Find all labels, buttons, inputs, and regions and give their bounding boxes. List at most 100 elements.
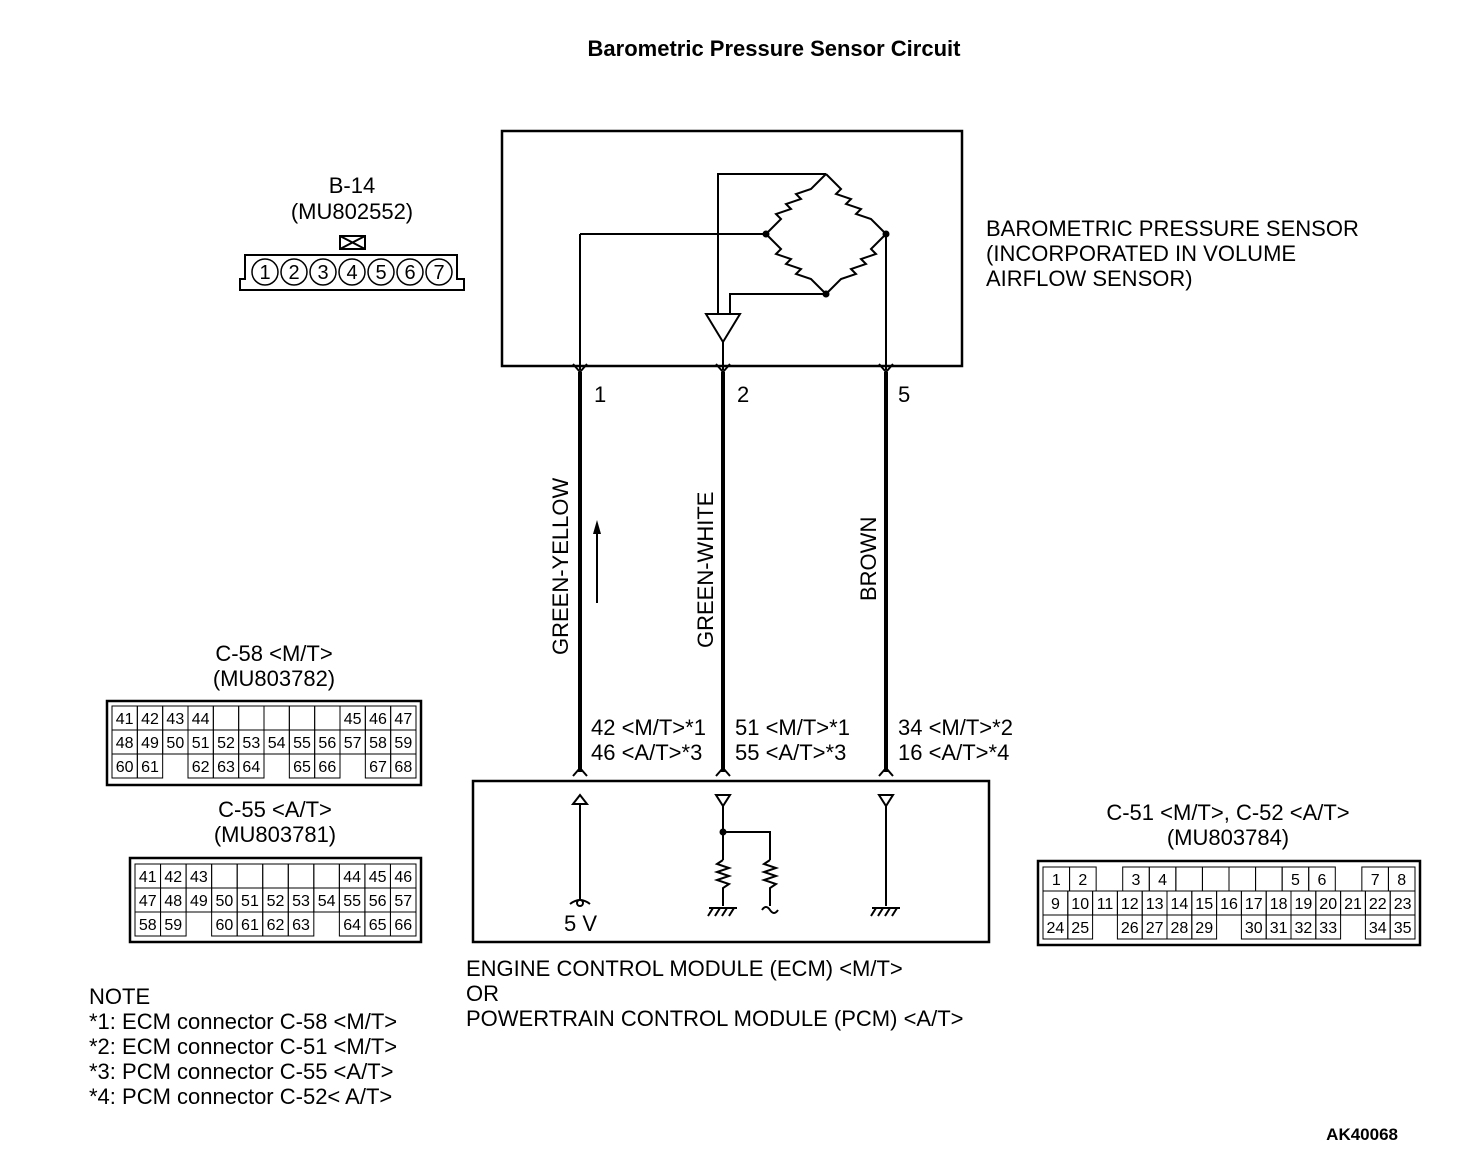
connector-pin-number: 45	[344, 711, 362, 728]
connector-pin-number: 54	[268, 735, 286, 752]
connector-pin-number: 6	[1318, 872, 1327, 889]
supply-voltage-label: 5 V	[564, 911, 597, 936]
connector-pin-number: 42	[141, 711, 159, 728]
connector-cell	[1228, 866, 1257, 892]
connector-c55-housing	[128, 856, 423, 944]
connector-pin-number: 62	[192, 759, 210, 776]
supply-node	[576, 899, 584, 907]
note-heading: NOTE	[89, 984, 150, 1009]
connector-pin-number: 67	[369, 759, 387, 776]
connector-pin-number: 65	[369, 917, 387, 934]
connector-pin-number: 44	[343, 869, 361, 886]
connector-pin-number: 13	[1146, 896, 1164, 913]
connector-pin-number: 65	[293, 759, 311, 776]
connector-cell	[288, 705, 316, 731]
b14-pin-label: 7	[433, 262, 444, 284]
connector-pin-number: 30	[1245, 920, 1263, 937]
connector-pin-number: 48	[164, 893, 182, 910]
connector-pin-number: 20	[1319, 896, 1337, 913]
connector-pin-number: 15	[1195, 896, 1213, 913]
signal-ground-icon	[707, 907, 737, 917]
connector-pin-number: 51	[192, 735, 210, 752]
connector-pin-number: 56	[369, 893, 387, 910]
connector-pin-number: 47	[139, 893, 157, 910]
wire-color-brown: BROWN	[856, 517, 881, 601]
b14-pin-label: 1	[259, 262, 270, 284]
connector-pin-number: 29	[1195, 920, 1213, 937]
connector-cell	[262, 863, 289, 889]
connector-pin-number: 50	[166, 735, 184, 752]
connector-cell	[1175, 866, 1203, 892]
bridge-nodes	[762, 230, 890, 298]
b14-pin-label: 3	[317, 262, 328, 284]
signal-direction-arrow-icon	[593, 520, 601, 603]
connector-pin-number: 27	[1146, 920, 1164, 937]
sensor-pin-2: 2	[737, 382, 749, 407]
supply-arrow-up-icon	[570, 793, 590, 805]
figure-code: AK40068	[1326, 1125, 1398, 1144]
sensor-label-line-1: BAROMETRIC PRESSURE SENSOR	[986, 216, 1359, 241]
connector-pin-number: 63	[217, 759, 235, 776]
connector-pin-number: 10	[1071, 896, 1089, 913]
connector-pin-number: 18	[1270, 896, 1288, 913]
b14-pin-4	[338, 258, 366, 286]
connector-pin-number: 32	[1295, 920, 1313, 937]
connector-cell	[389, 911, 417, 937]
wire-color-green-white: GREEN-WHITE	[693, 492, 718, 648]
connector-c51-part: (MU803784)	[1167, 825, 1289, 850]
connector-pin-number: 55	[343, 893, 361, 910]
input-resistor-icon	[760, 859, 780, 906]
connector-pin-number: 52	[217, 735, 235, 752]
connector-pin-number: 9	[1051, 896, 1060, 913]
connector-cell	[236, 863, 264, 889]
ecm-pin1-caret-icon	[572, 766, 588, 777]
connector-pin-number: 16	[1220, 896, 1238, 913]
note-item-1: *1: ECM connector C-58 <M/T>	[89, 1009, 397, 1034]
sensor-label-line-2: (INCORPORATED IN VOLUME	[986, 241, 1296, 266]
connector-pin-number: 68	[394, 759, 412, 776]
ecm-pin-label-3b: 16 <A/T>*4	[898, 740, 1009, 765]
connector-pin-number: 51	[241, 893, 259, 910]
b14-pin-5	[367, 258, 395, 286]
ground-input-icon	[877, 794, 895, 808]
connector-cell	[160, 911, 187, 937]
connector-pin-number: 52	[267, 893, 285, 910]
connector-pin-number: 45	[369, 869, 387, 886]
note-item-4: *4: PCM connector C-52< A/T>	[89, 1084, 392, 1109]
connector-pin-number: 22	[1369, 896, 1387, 913]
connector-cell	[238, 705, 265, 731]
b14-pin-label: 4	[346, 262, 357, 284]
connector-pin-number: 61	[241, 917, 259, 934]
connector-pin-number: 62	[267, 917, 285, 934]
connector-pin-number: 57	[394, 893, 412, 910]
connector-pin-number: 1	[1052, 872, 1061, 889]
connector-b14-name: B-14	[329, 173, 375, 198]
ecm-box	[471, 779, 991, 944]
connector-pin-number: 21	[1344, 896, 1362, 913]
sensor-box	[500, 129, 964, 368]
ecm-pin-label-2a: 51 <M/T>*1	[735, 715, 850, 740]
connector-c58-part: (MU803782)	[213, 666, 335, 691]
sensor-label-line-3: AIRFLOW SENSOR)	[986, 266, 1193, 291]
ecm-pin-label-1b: 46 <A/T>*3	[591, 740, 702, 765]
module-label-line-1: ENGINE CONTROL MODULE (ECM) <M/T>	[466, 956, 903, 981]
connector-pin-number: 58	[139, 917, 157, 934]
connector-pin-number: 11	[1097, 896, 1114, 913]
connector-pin-number: 46	[394, 869, 412, 886]
connector-pin-number: 43	[190, 869, 208, 886]
connector-c55-part: (MU803781)	[214, 822, 336, 847]
connector-cell	[1067, 914, 1094, 940]
connector-pin-number: 66	[318, 759, 336, 776]
connector-cell	[390, 753, 417, 779]
connector-pin-number: 59	[394, 735, 412, 752]
connector-pin-number: 4	[1158, 872, 1167, 889]
connector-pin-number: 60	[116, 759, 134, 776]
b14-pin-2	[280, 258, 308, 286]
connector-pin-number: 56	[318, 735, 336, 752]
connector-b14-latch-icon	[339, 235, 366, 250]
connector-cell	[263, 705, 290, 731]
